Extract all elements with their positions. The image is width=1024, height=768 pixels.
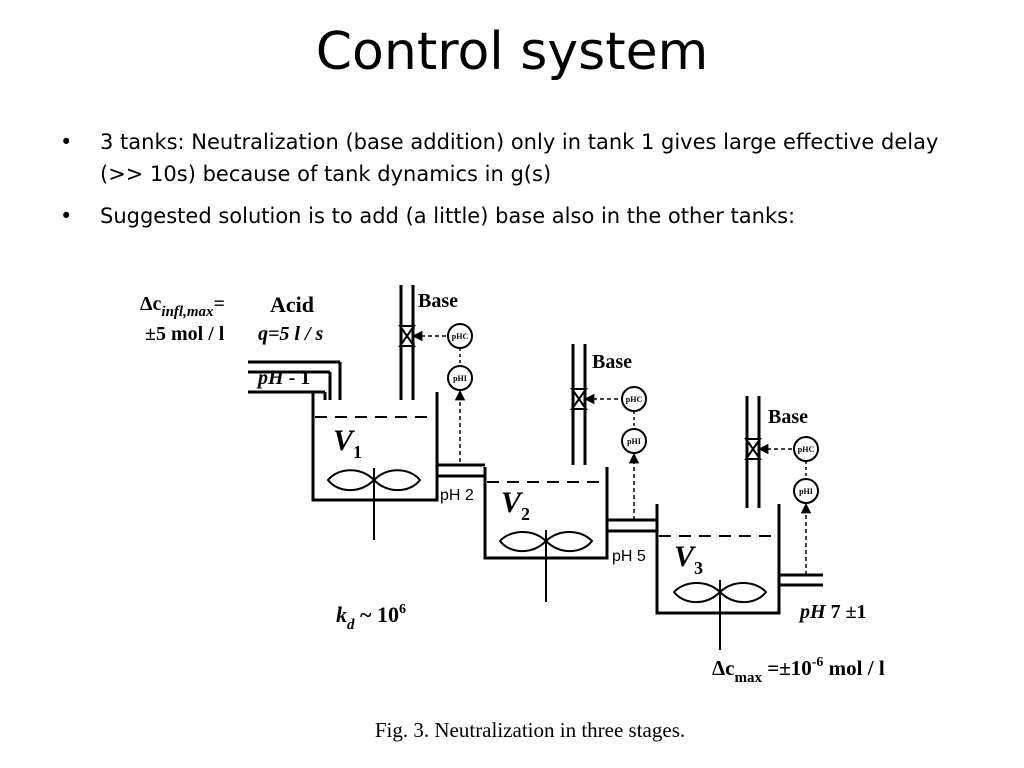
svg-text:Base: Base bbox=[418, 290, 458, 312]
base-dosing-3: Base pHC pHI bbox=[744, 396, 819, 575]
control-valve-icon bbox=[744, 438, 762, 460]
ph-indicator-tag: pHI bbox=[799, 487, 813, 496]
bullet-item: 3 tanks: Neutralization (base addition) … bbox=[60, 126, 960, 190]
agitator-icon bbox=[498, 530, 594, 602]
outlet-ph-label: pH 7 ±1 bbox=[798, 601, 867, 623]
bullet-list: 3 tanks: Neutralization (base addition) … bbox=[60, 126, 960, 242]
tank-3: V3 bbox=[655, 504, 781, 650]
interstage-ph-1: pH 2 bbox=[440, 487, 474, 504]
svg-text:V1: V1 bbox=[333, 424, 362, 462]
inlet-ph-label: pH - 1 bbox=[256, 367, 310, 389]
svg-text:Base: Base bbox=[592, 351, 632, 373]
kd-label: kd ~ 106 bbox=[336, 602, 406, 633]
outlet-pipe bbox=[779, 573, 823, 587]
overflow-pipe-1 bbox=[437, 463, 485, 478]
overflow-pipe-2 bbox=[607, 518, 657, 533]
tank-2: V2 bbox=[483, 467, 609, 602]
ph-controller-tag: pHC bbox=[626, 395, 643, 404]
svg-text:V2: V2 bbox=[501, 486, 530, 524]
acid-label: Acid bbox=[270, 292, 314, 317]
interstage-ph-2: pH 5 bbox=[612, 548, 646, 565]
flow-label: q=5 l / s bbox=[258, 323, 324, 345]
base-dosing-1: Base pHC pHI bbox=[398, 285, 473, 462]
dcmax-label: Δcmax =±10-6 mol / l bbox=[712, 655, 885, 686]
ph-indicator-tag: pHI bbox=[627, 437, 641, 446]
base-dosing-2: Base pHC pHI bbox=[570, 344, 647, 520]
slide-title: Control system bbox=[315, 22, 709, 82]
svg-text:Base: Base bbox=[768, 406, 808, 428]
ph-indicator-tag: pHI bbox=[453, 374, 467, 383]
disturbance-label: Δcinfl,max= bbox=[140, 293, 225, 320]
disturbance-value: ±5 mol / l bbox=[145, 323, 225, 345]
control-valve-icon bbox=[398, 325, 416, 347]
bullet-item: Suggested solution is to add (a little) … bbox=[60, 200, 960, 232]
ph-controller-tag: pHC bbox=[452, 332, 469, 341]
ph-controller-tag: pHC bbox=[798, 445, 815, 454]
figure-caption: Fig. 3. Neutralization in three stages. bbox=[375, 718, 685, 742]
agitator-icon bbox=[326, 468, 422, 540]
tank-1: V1 bbox=[311, 392, 439, 540]
agitator-icon bbox=[672, 580, 768, 650]
control-valve-icon bbox=[570, 388, 588, 410]
svg-text:V3: V3 bbox=[674, 540, 703, 578]
